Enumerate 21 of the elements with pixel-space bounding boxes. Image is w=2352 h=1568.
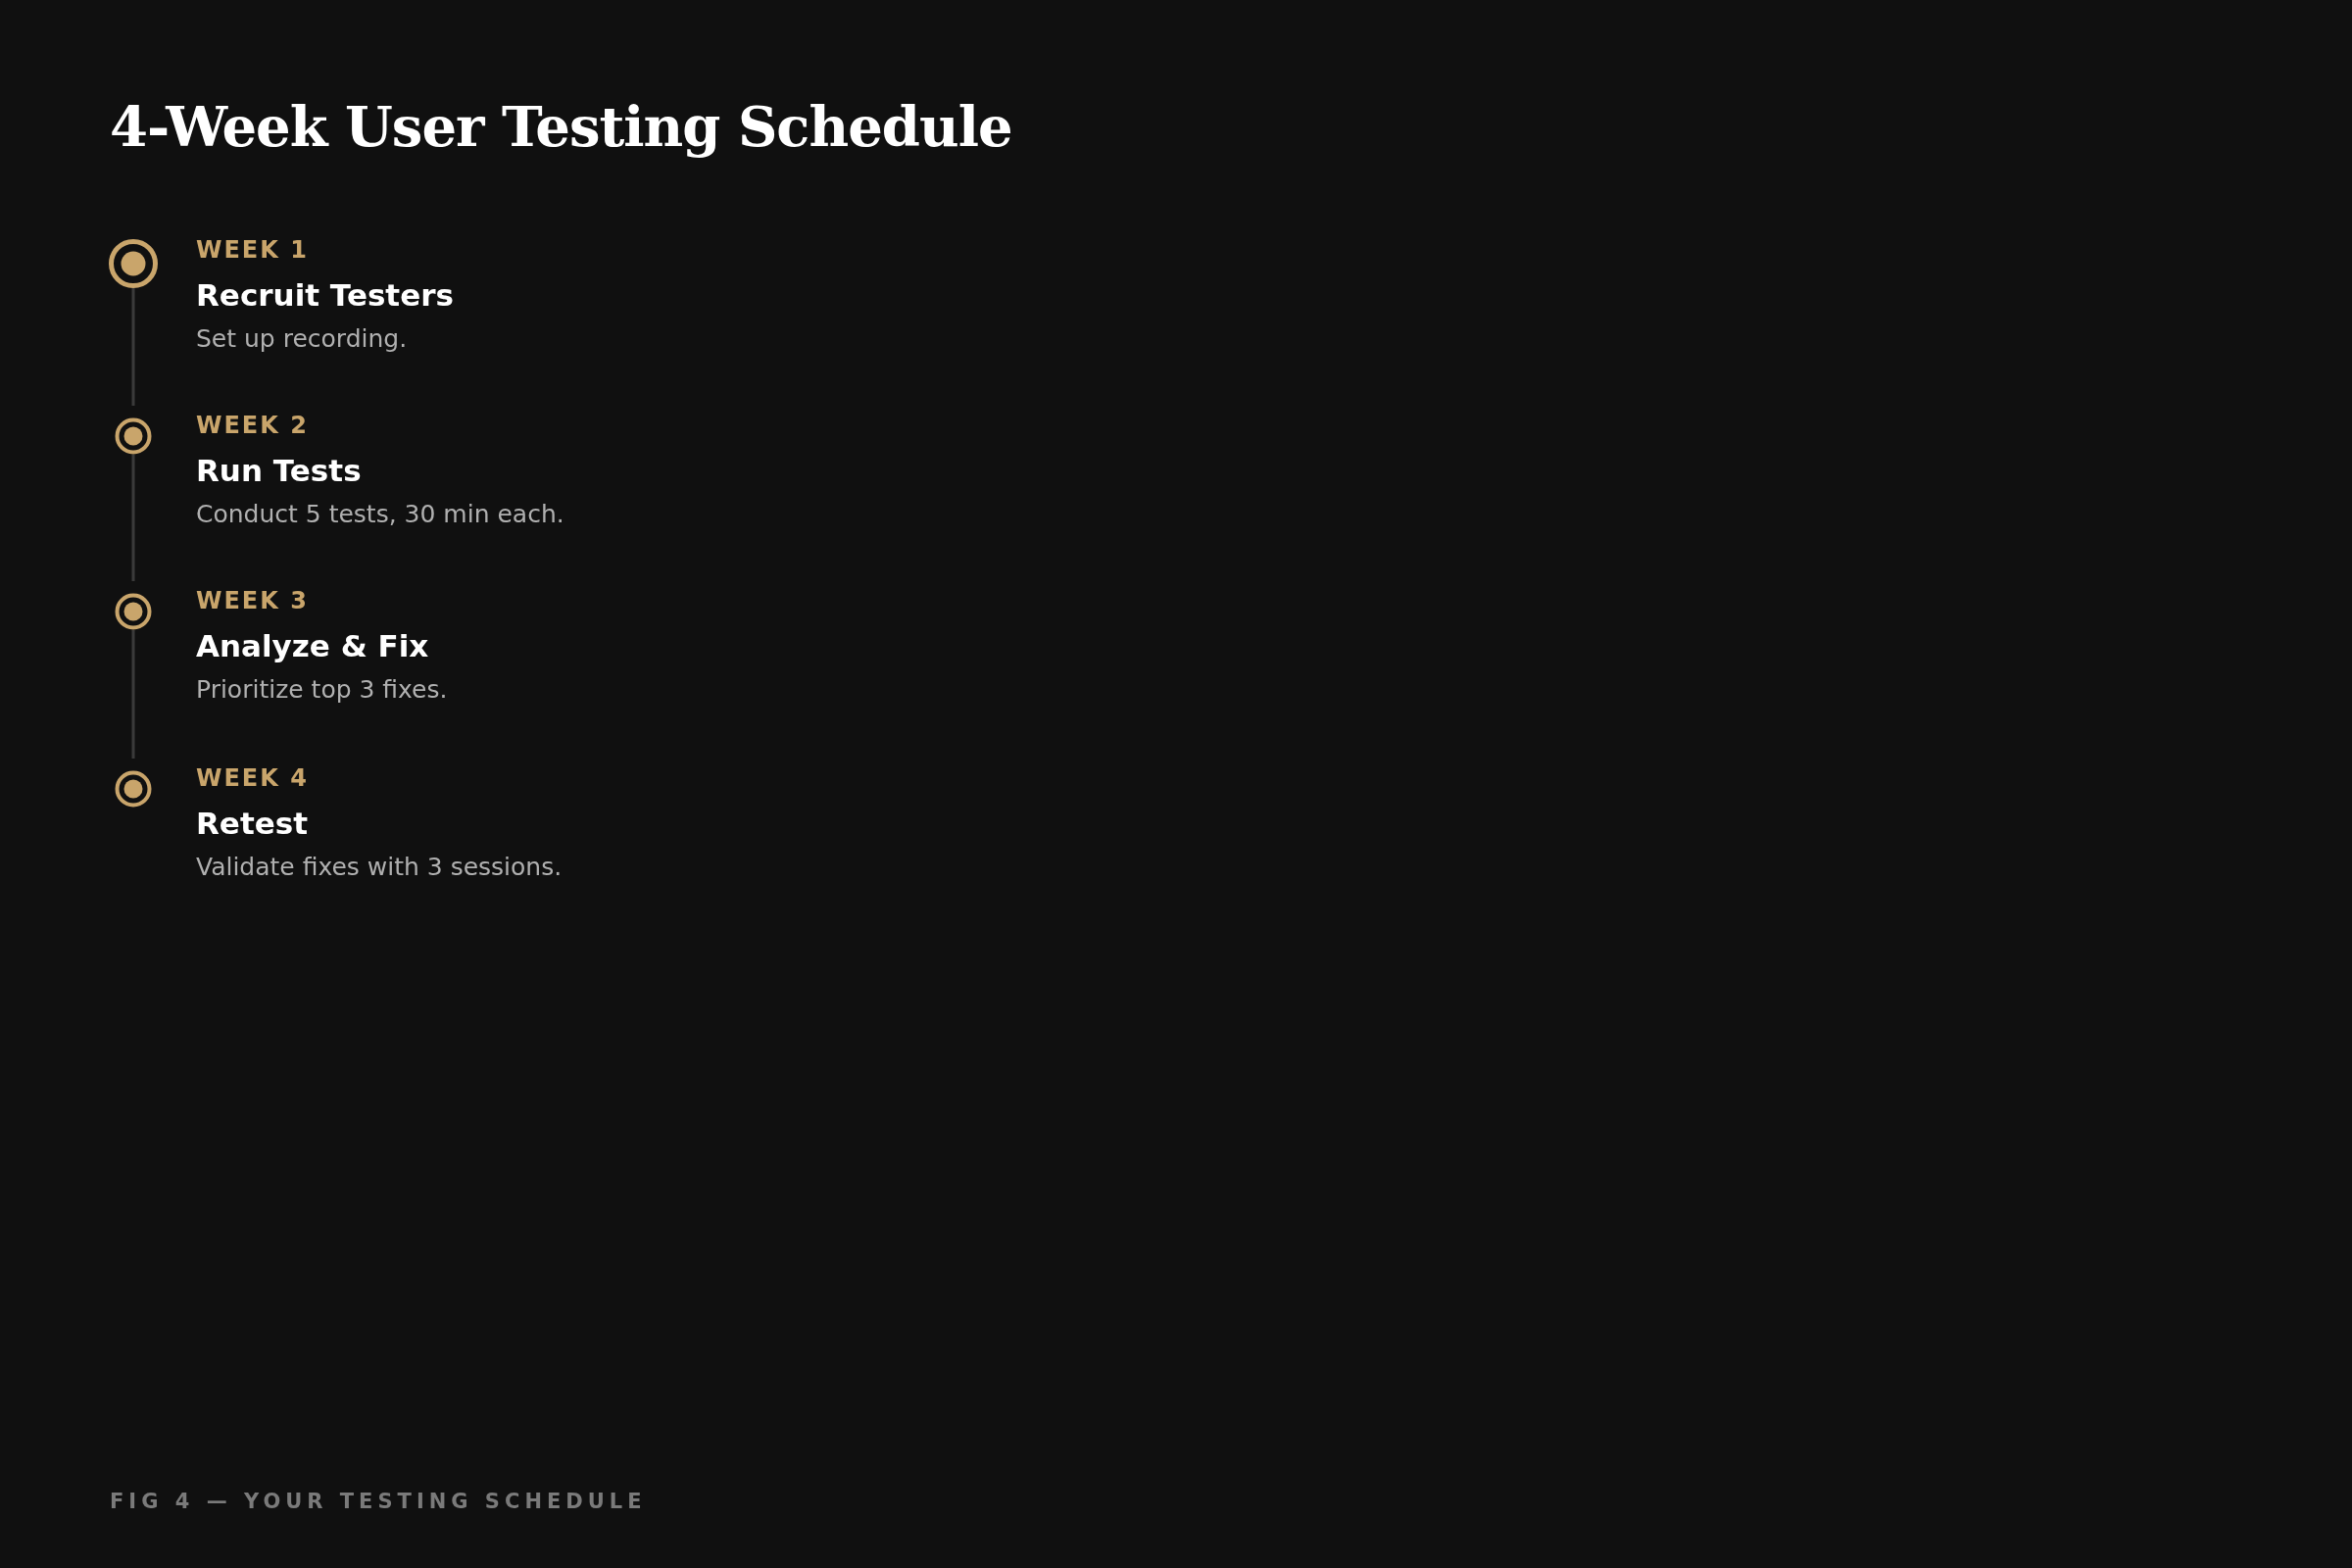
step-description: Set up recording.: [196, 324, 408, 353]
figure-caption: FIG 4 — YOUR TESTING SCHEDULE: [110, 1490, 647, 1513]
timeline-marker: [115, 417, 152, 455]
connector-line: [131, 630, 135, 759]
connector-line: [131, 455, 135, 581]
timeline-marker: [109, 239, 158, 288]
step-title: Run Tests: [196, 453, 362, 488]
step-title: Retest: [196, 806, 308, 841]
title: 4-Week User Testing Schedule: [110, 94, 1012, 159]
step-description: Prioritize top 3 fixes.: [196, 675, 448, 704]
week-label: WEEK 1: [196, 236, 309, 264]
week-label: WEEK 2: [196, 412, 309, 439]
step-description: Validate fixes with 3 sessions.: [196, 853, 563, 881]
week-label: WEEK 3: [196, 587, 309, 614]
timeline-marker: [115, 593, 152, 630]
step-description: Conduct 5 tests, 30 min each.: [196, 500, 564, 528]
step-title: Analyze & Fix: [196, 628, 429, 663]
connector-line: [131, 288, 135, 406]
week-label: WEEK 4: [196, 764, 309, 792]
step-title: Recruit Testers: [196, 277, 454, 313]
timeline-marker: [115, 770, 152, 808]
